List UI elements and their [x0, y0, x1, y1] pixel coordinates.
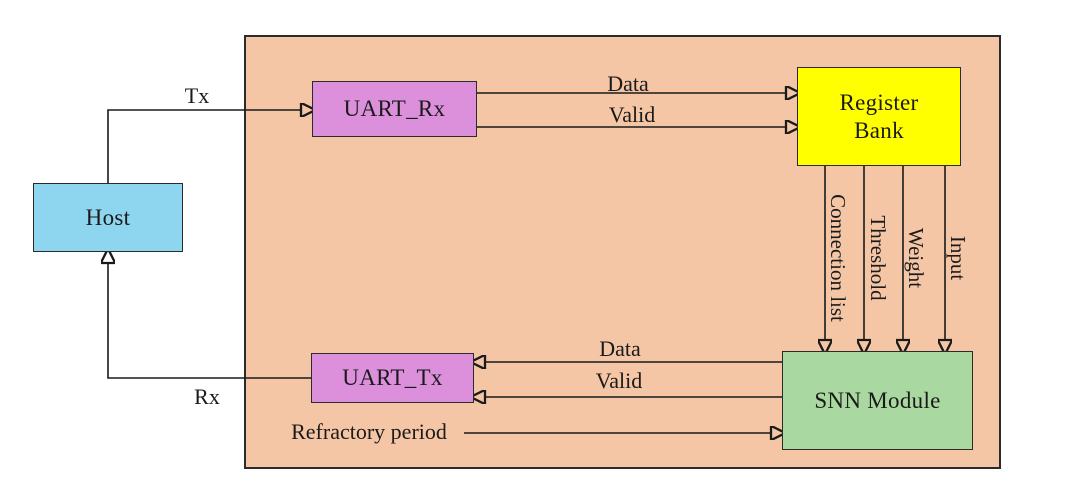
valid-to-uart-tx-label: Valid	[595, 368, 643, 393]
uart-rx-box: UART_Rx	[312, 81, 477, 137]
weight-label: Weight	[904, 227, 928, 289]
data-to-register-label: Data	[607, 71, 649, 96]
threshold-label: Threshold	[866, 215, 890, 301]
rx-signal-label: Rx	[194, 384, 220, 409]
register-bank-label-line1: Register	[839, 89, 919, 115]
host-label: Host	[85, 204, 131, 230]
uart-tx-box: UART_Tx	[311, 353, 474, 403]
host-box: Host	[33, 183, 183, 252]
snn-module-label: SNN Module	[814, 387, 941, 413]
uart-tx-label: UART_Tx	[342, 365, 443, 390]
uart-rx-label: UART_Rx	[343, 96, 446, 121]
input-label: Input	[946, 235, 970, 281]
register-bank-box: Register Bank	[797, 67, 961, 166]
register-bank-label-line2: Bank	[854, 117, 904, 143]
tx-signal-label: Tx	[184, 83, 210, 108]
valid-to-register-label: Valid	[608, 102, 656, 127]
data-to-uart-tx-label: Data	[599, 336, 641, 361]
connection-list-label: Connection list	[826, 194, 850, 322]
refractory-period-label: Refractory period	[291, 419, 447, 444]
snn-module-box: SNN Module	[782, 351, 973, 450]
